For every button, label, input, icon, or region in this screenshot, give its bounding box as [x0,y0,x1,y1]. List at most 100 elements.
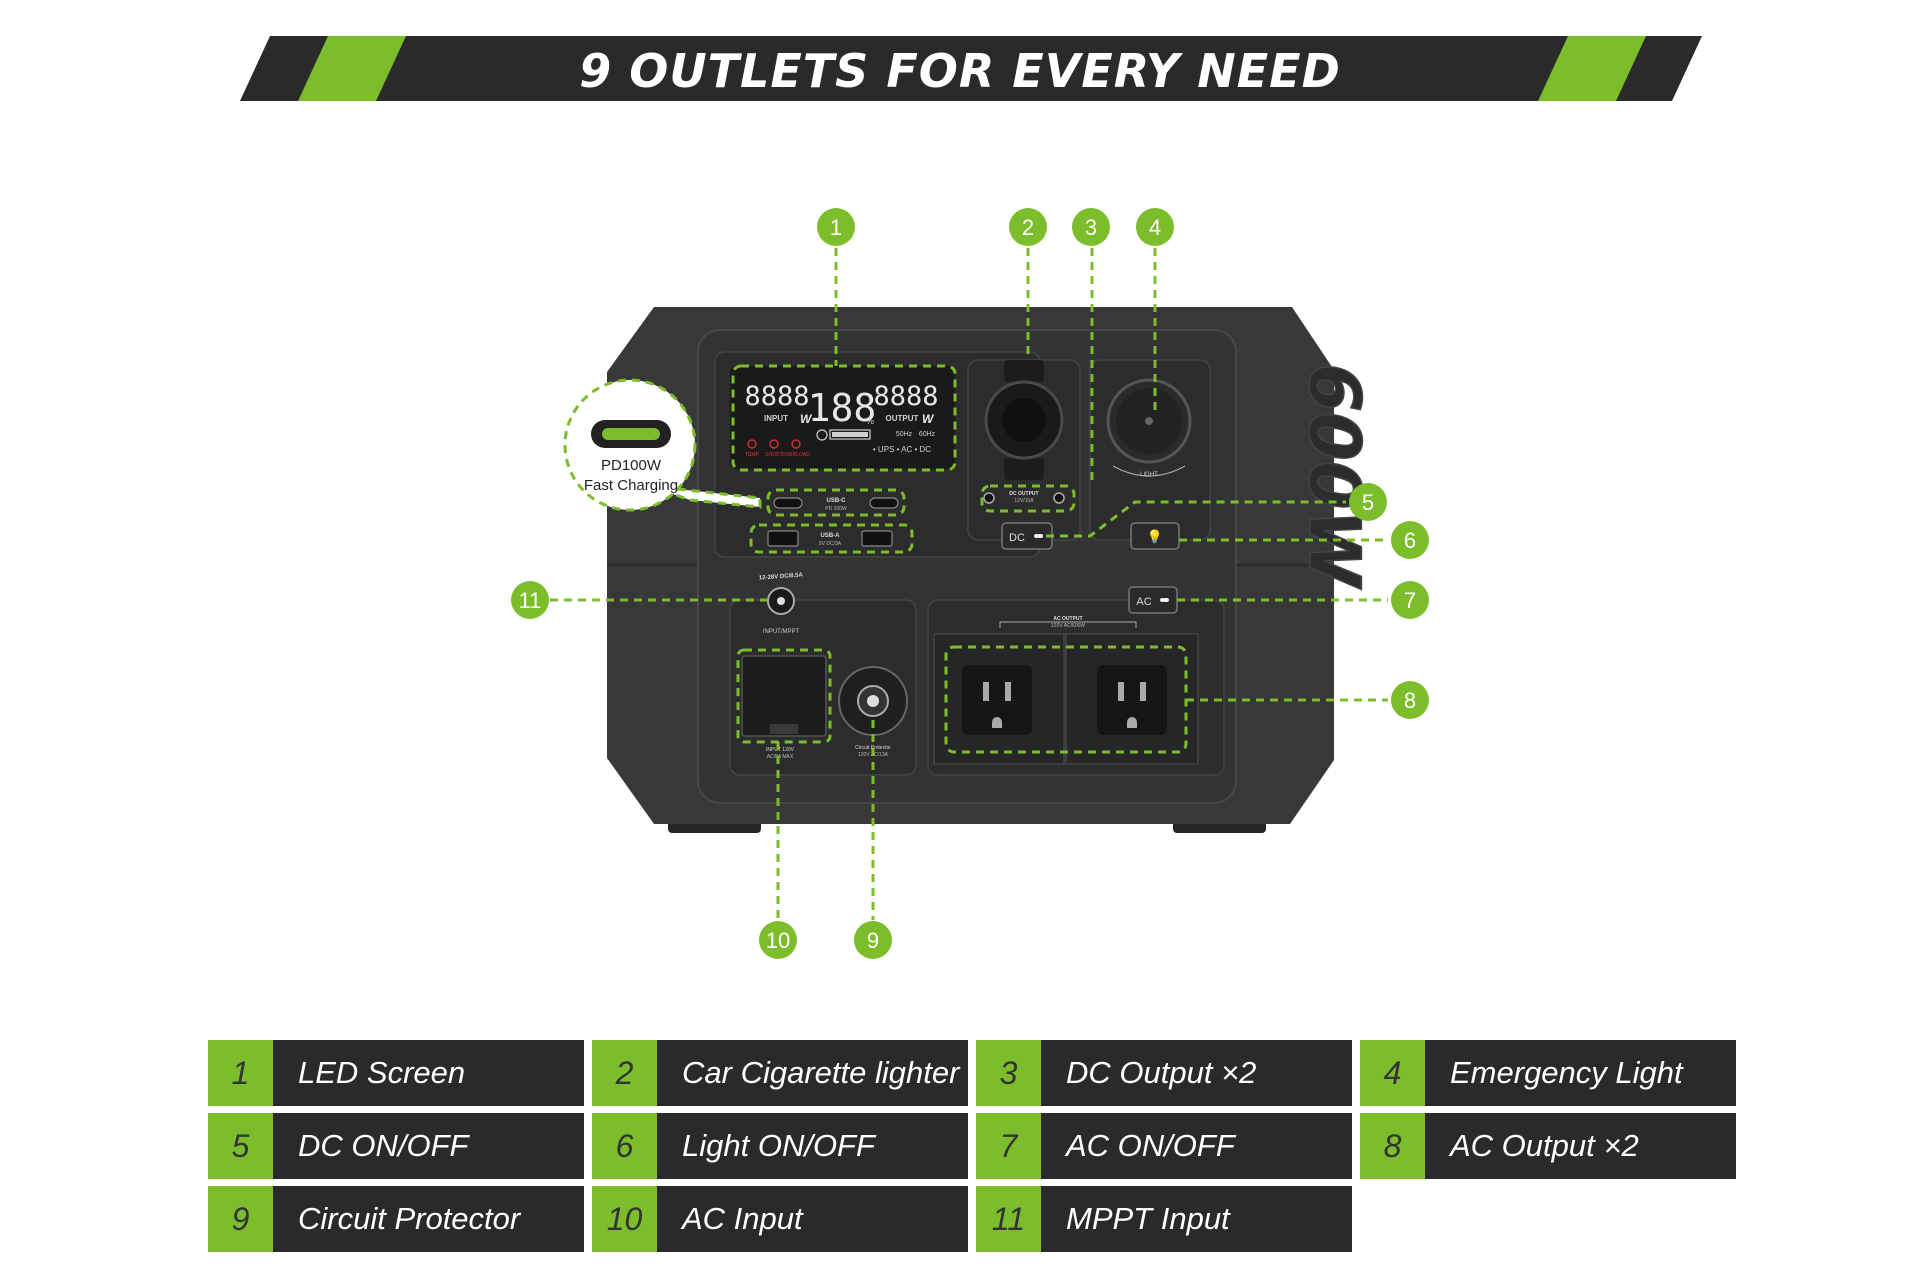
usb-c-ports[interactable]: USB-C PD 100W [773,497,899,512]
marker-11: 11 [511,581,549,619]
marker-number: 7 [1404,588,1416,613]
pd100w-callout: PD100W Fast Charging [563,378,762,512]
ac-output-outlets[interactable]: AC OUTPUT 120V AC/600W [933,616,1199,765]
ac-output-label: AC OUTPUT [1053,616,1082,622]
usb-c-port[interactable] [773,497,803,509]
ac-outlet[interactable] [962,665,1032,735]
output-unit: W [922,412,935,426]
dc-output-ports[interactable]: DC OUTPUT 12V/10A [983,491,1065,504]
marker-6: 6 [1391,521,1429,559]
ac-outlet[interactable] [1097,665,1167,735]
dc-power-button[interactable]: DC [1001,522,1053,550]
marker-5: 5 [1349,483,1387,521]
banner-graphic [240,36,1702,101]
legend-label: DC ON/OFF [273,1113,584,1179]
marker-3: 3 [1072,208,1110,246]
marker-9: 9 [854,921,892,959]
circuit-protector[interactable]: Circuit Protector 120V AC/13A [838,666,908,758]
marker-number: 10 [766,928,790,953]
input-unit: W [800,412,813,426]
usb-a-ports[interactable]: USB-A 5V DC/3A [767,530,893,547]
marker-number: 2 [1022,215,1034,240]
legend-number: 8 [1360,1113,1425,1179]
callout-line1: PD100W [601,457,662,474]
dc-input-sublabel: INPUT/MPPT [763,629,800,635]
hz50-label: 50Hz [896,431,913,438]
marker-7: 7 [1391,581,1429,619]
ac-input-port[interactable]: INPUT 120V AC/8A MAX [741,655,827,760]
marker-number: 3 [1085,215,1097,240]
output-label: OUTPUT [886,414,919,423]
ac-input-sublabel: AC/8A MAX [767,754,794,760]
usb-c-port[interactable] [869,497,899,509]
dc-input-label: 12-28V DC/8.5A [759,572,804,581]
marker-10: 10 [759,921,797,959]
usb-c-sublabel: PD 100W [825,506,847,512]
short-warning-icon [769,439,779,449]
legend-number: 5 [208,1113,273,1179]
legend-number: 10 [592,1186,657,1252]
percent-sign: % [866,416,874,426]
ac-output-sublabel: 120V AC/600W [1051,623,1085,629]
legend-label: Light ON/OFF [657,1113,968,1179]
light-label: LIGHT [1140,472,1158,478]
usb-a-sublabel: 5V DC/3A [819,541,842,547]
marker-1: 1 [817,208,855,246]
legend-label: LED Screen [273,1040,584,1106]
usb-a-port[interactable] [767,530,799,547]
clock-icon [816,429,828,441]
legend-number: 3 [976,1040,1041,1106]
legend-number: 2 [592,1040,657,1106]
output-watts: 8888 [873,381,938,412]
usb-a-port[interactable] [861,530,893,547]
marker-2: 2 [1009,208,1047,246]
ac-button-label: AC [1136,596,1151,608]
ac-input-label: INPUT 120V [766,747,795,753]
marker-number: 9 [867,928,879,953]
light-power-button[interactable]: 💡 [1130,522,1180,550]
legend-label: AC Input [657,1186,968,1252]
temp-warning-icon [747,439,757,449]
legend-label: MPPT Input [1041,1186,1352,1252]
legend-number: 1 [208,1040,273,1106]
highlight-boxes [550,248,1388,920]
input-watts: 8888 [744,381,809,412]
car-lighter-socket[interactable] [984,360,1064,480]
bulb-icon: 💡 [1147,529,1163,545]
ac-power-button[interactable]: AC [1128,586,1178,614]
dc-output-port[interactable] [983,492,995,504]
dc-output-port[interactable] [1053,492,1065,504]
legend-label: Circuit Protector [273,1186,584,1252]
legend-label: Emergency Light [1425,1040,1736,1106]
dc-button-label: DC [1009,532,1025,544]
marker-number: 5 [1362,490,1374,515]
dc-output-label: DC OUTPUT [1009,491,1038,497]
overload-warning-icon [791,439,801,449]
marker-number: 6 [1404,528,1416,553]
legend-label: AC ON/OFF [1041,1113,1352,1179]
dc-output-sublabel: 12V/10A [1014,498,1034,504]
warn-temp-label: TEMP [745,452,760,458]
marker-number: 8 [1404,688,1416,713]
usb-a-label: USB-A [821,533,841,539]
input-label: INPUT [764,414,788,423]
mppt-input-port[interactable]: 12-28V DC/8.5A INPUT/MPPT [759,572,804,635]
mode-indicators: • UPS • AC • DC [873,445,931,454]
battery-percent: 188 [808,386,877,430]
banner-title: 9 OUTLETS FOR EVERY NEED [579,44,1341,98]
marker-8: 8 [1391,681,1429,719]
hz60-label: 60Hz [919,431,936,438]
legend-label: DC Output ×2 [1041,1040,1352,1106]
legend-number: 4 [1360,1040,1425,1106]
legend-label: Car Cigarette lighter [657,1040,968,1106]
callout-line2: Fast Charging [584,477,678,494]
